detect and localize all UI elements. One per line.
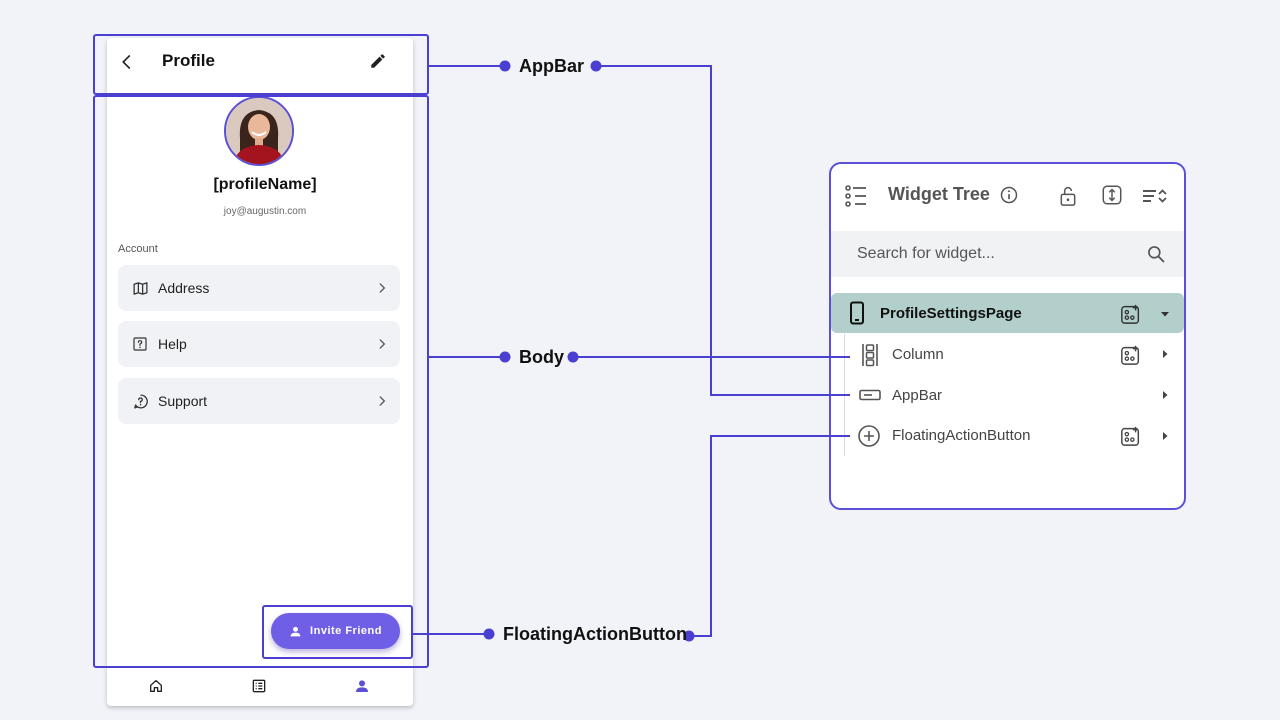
sort-button[interactable] [1141, 185, 1169, 207]
nav-list[interactable] [249, 676, 269, 696]
nav-profile[interactable] [352, 676, 372, 696]
caret-down-icon [1161, 312, 1169, 317]
nav-home[interactable] [146, 676, 166, 696]
help-icon [130, 334, 150, 354]
caret-right-icon [1163, 391, 1168, 399]
add-circle-icon [857, 424, 881, 448]
add-widget-icon [1121, 304, 1140, 324]
menu-item-address[interactable]: Address [118, 265, 400, 311]
profile-name: [profileName] [213, 176, 317, 193]
expand-appbar-button[interactable] [1159, 389, 1171, 401]
profile-email: joy@augustin.com [223, 206, 307, 217]
tree-item-column-label[interactable]: Column [892, 346, 944, 363]
widget-tree-icon [843, 183, 869, 209]
fab-dot-left [483, 628, 495, 640]
appbar-highlight [93, 34, 429, 95]
home-icon [150, 680, 162, 692]
expand-column-button[interactable] [1159, 348, 1171, 360]
invite-friend-button[interactable]: Invite Friend [271, 613, 400, 649]
fab-connector-right [689, 435, 850, 637]
sort-icon [1143, 189, 1167, 203]
add-child-column-button[interactable] [1119, 343, 1143, 367]
widget-search-bar [831, 231, 1184, 277]
support-icon [130, 391, 150, 411]
avatar[interactable] [224, 96, 294, 166]
collapse-root-button[interactable] [1158, 307, 1172, 321]
menu-item-help[interactable]: Help [118, 321, 400, 367]
phone-icon [847, 301, 867, 325]
person-icon [356, 680, 368, 692]
info-icon [1000, 186, 1018, 204]
chevron-right-icon [372, 337, 392, 351]
chevron-right-icon [372, 394, 392, 408]
tree-item-fab-label[interactable]: FloatingActionButton [892, 427, 1031, 444]
list-icon [252, 679, 266, 693]
widget-tree-title: Widget Tree [888, 184, 990, 204]
fab-label: Invite Friend [310, 625, 382, 637]
appbar-dot-right [590, 60, 602, 72]
search-button[interactable] [1145, 243, 1167, 265]
lock-icon [1060, 187, 1076, 206]
column-icon [860, 343, 880, 367]
appbar-dot-left [499, 60, 511, 72]
expand-vertical-button[interactable] [1100, 183, 1124, 207]
info-button[interactable] [998, 184, 1020, 206]
edit-button[interactable] [367, 50, 389, 72]
body-dot-left [499, 351, 511, 363]
tree-root-label: ProfileSettingsPage [880, 305, 1022, 322]
callout-appbar: AppBar [519, 56, 585, 76]
widget-tree-panel [829, 162, 1186, 510]
widget-search-input[interactable] [855, 244, 1139, 264]
person-icon [290, 626, 301, 636]
tree-item-appbar-label[interactable]: AppBar [892, 387, 943, 404]
page-title: Profile [162, 51, 215, 70]
add-child-fab-button[interactable] [1119, 424, 1143, 448]
edit-icon [371, 54, 385, 68]
caret-right-icon [1163, 432, 1168, 440]
body-dot-right [567, 351, 579, 363]
appbar-icon [858, 386, 882, 404]
map-icon [130, 278, 150, 298]
callout-fab: FloatingActionButton [503, 624, 687, 644]
appbar-connector-right [596, 65, 850, 396]
add-widget-icon [1121, 426, 1140, 446]
avatar-portrait [226, 98, 292, 164]
menu-item-support[interactable]: Support [118, 378, 400, 424]
body-highlight [93, 95, 429, 668]
caret-right-icon [1163, 350, 1168, 358]
fab-highlight [262, 605, 413, 659]
expand-vertical-icon [1102, 185, 1122, 205]
menu-item-label: Address [158, 280, 210, 296]
section-label-account: Account [118, 243, 158, 255]
lock-button[interactable] [1057, 184, 1079, 208]
add-child-root-button[interactable] [1119, 302, 1143, 326]
callout-body: Body [519, 347, 564, 367]
chevron-right-icon [372, 281, 392, 295]
arrow-back-icon [122, 55, 131, 69]
tree-guide-line [844, 334, 845, 456]
search-icon [1148, 246, 1165, 263]
menu-item-label: Support [158, 393, 208, 409]
expand-fab-button[interactable] [1159, 430, 1171, 442]
add-widget-icon [1121, 345, 1140, 365]
back-button[interactable] [116, 51, 138, 73]
menu-item-label: Help [158, 336, 187, 352]
